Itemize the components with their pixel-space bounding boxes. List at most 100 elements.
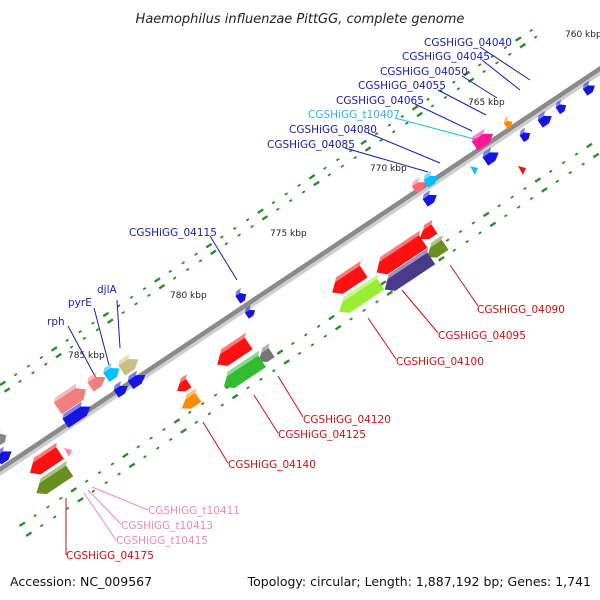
tick-mark <box>69 345 74 349</box>
tick-mark <box>187 410 192 414</box>
tick-mark <box>568 171 573 175</box>
gene-04110 <box>235 288 247 304</box>
tick-mark <box>316 324 321 328</box>
tick-mark <box>482 69 486 74</box>
tick-mark <box>25 531 33 537</box>
gene-04085 <box>411 177 426 194</box>
trna-t10409-icon <box>518 166 526 175</box>
gene-label-04095: CGSHiGG_04095 <box>438 330 526 342</box>
gene-label-04040: CGSHiGG_04040 <box>424 37 512 49</box>
tick-mark <box>458 229 463 234</box>
gene-label-04090: CGSHiGG_04090 <box>477 304 565 316</box>
tick-mark <box>523 186 527 191</box>
tick-mark <box>497 204 501 208</box>
tick-mark <box>504 214 508 218</box>
tick-mark <box>43 362 48 366</box>
genome-backbone <box>0 65 600 477</box>
gene-04060 <box>503 116 513 130</box>
gene-04080 <box>422 190 437 207</box>
gene-04045 <box>555 99 567 115</box>
tick-mark <box>533 35 538 39</box>
tick-marks <box>0 28 600 537</box>
tick-mark <box>84 479 89 483</box>
tick-mark <box>91 489 96 493</box>
tick-mark <box>39 355 44 360</box>
tick-mark <box>77 497 84 503</box>
tick-mark <box>185 267 190 272</box>
tick-mark <box>97 470 102 475</box>
tick-mark <box>106 318 114 324</box>
tick-mark <box>162 427 166 432</box>
gene-label-04140: CGSHiGG_04140 <box>228 459 316 471</box>
gene-04095b <box>384 247 436 291</box>
tick-mark <box>430 104 435 108</box>
tick-mark <box>104 480 109 485</box>
tick-mark <box>210 249 217 256</box>
tick-mark <box>194 252 198 256</box>
tick-mark <box>65 506 70 511</box>
tick-mark <box>541 187 548 193</box>
tick-mark <box>574 152 579 156</box>
tick-mark <box>205 242 213 249</box>
tick-mark <box>519 42 527 49</box>
tick-mark <box>33 513 37 518</box>
tick-mark <box>416 111 423 118</box>
tick-mark <box>213 393 218 397</box>
tick-mark <box>452 80 456 84</box>
gene-04055 <box>519 127 531 143</box>
gene-label-pyrE: pyrE <box>68 297 92 309</box>
tick-mark <box>482 211 490 218</box>
tick-mark <box>261 215 269 221</box>
gene-04175b <box>36 460 74 495</box>
gene-04140b <box>181 388 202 409</box>
tick-mark <box>276 349 284 355</box>
tick-mark <box>172 276 177 280</box>
gene-04075 <box>423 171 438 188</box>
gene-label-04175: CGSHiGG_04175 <box>66 550 154 562</box>
tick-mark <box>181 261 185 265</box>
tick-mark <box>301 190 306 194</box>
tick-mark <box>231 393 239 400</box>
tick-mark <box>70 487 78 493</box>
tick-mark <box>220 403 225 407</box>
tick-mark <box>364 146 372 152</box>
tick-mark <box>467 77 475 83</box>
tick-mark <box>46 505 50 509</box>
accession-text: Accession: NC_009567 <box>10 574 152 589</box>
tick-mark <box>288 199 293 203</box>
tick-mark <box>362 308 366 313</box>
tick-mark <box>200 402 205 406</box>
gene-label-t10413: CGSHiGG_t10413 <box>121 520 213 532</box>
gene-label-04080: CGSHiGG_04080 <box>289 124 377 136</box>
tick-mark <box>194 420 199 424</box>
tick-mark <box>489 221 497 228</box>
tick-mark <box>392 130 396 134</box>
tick-mark <box>291 341 295 346</box>
gene-djlA-b <box>127 370 146 390</box>
reverse-leader-lines <box>65 264 479 555</box>
tick-mark <box>3 387 11 393</box>
gene-04120 <box>217 332 253 366</box>
gene-04100b <box>339 273 385 313</box>
tick-mark <box>82 336 87 341</box>
tick-mark <box>386 290 394 296</box>
tick-mark <box>168 269 173 274</box>
tick-mark <box>59 496 63 501</box>
tick-mark <box>529 28 533 33</box>
gene-04090 <box>419 219 438 240</box>
tick-mark <box>534 177 542 183</box>
tick-label-760: 760 kbp <box>565 30 600 40</box>
gene-label-04055: CGSHiGG_04055 <box>358 80 446 92</box>
forward-leader-lines <box>67 46 531 379</box>
tick-mark <box>271 369 276 373</box>
gene-label-t10415: CGSHiGG_t10415 <box>116 535 208 547</box>
tick-mark <box>353 155 357 160</box>
tick-mark <box>102 311 110 318</box>
gene-label-04120: CGSHiGG_04120 <box>303 414 391 426</box>
tick-mark <box>426 97 430 101</box>
tick-mark <box>13 373 18 377</box>
tick-mark <box>495 61 499 65</box>
tick-mark <box>586 142 593 149</box>
tick-mark <box>379 138 383 143</box>
